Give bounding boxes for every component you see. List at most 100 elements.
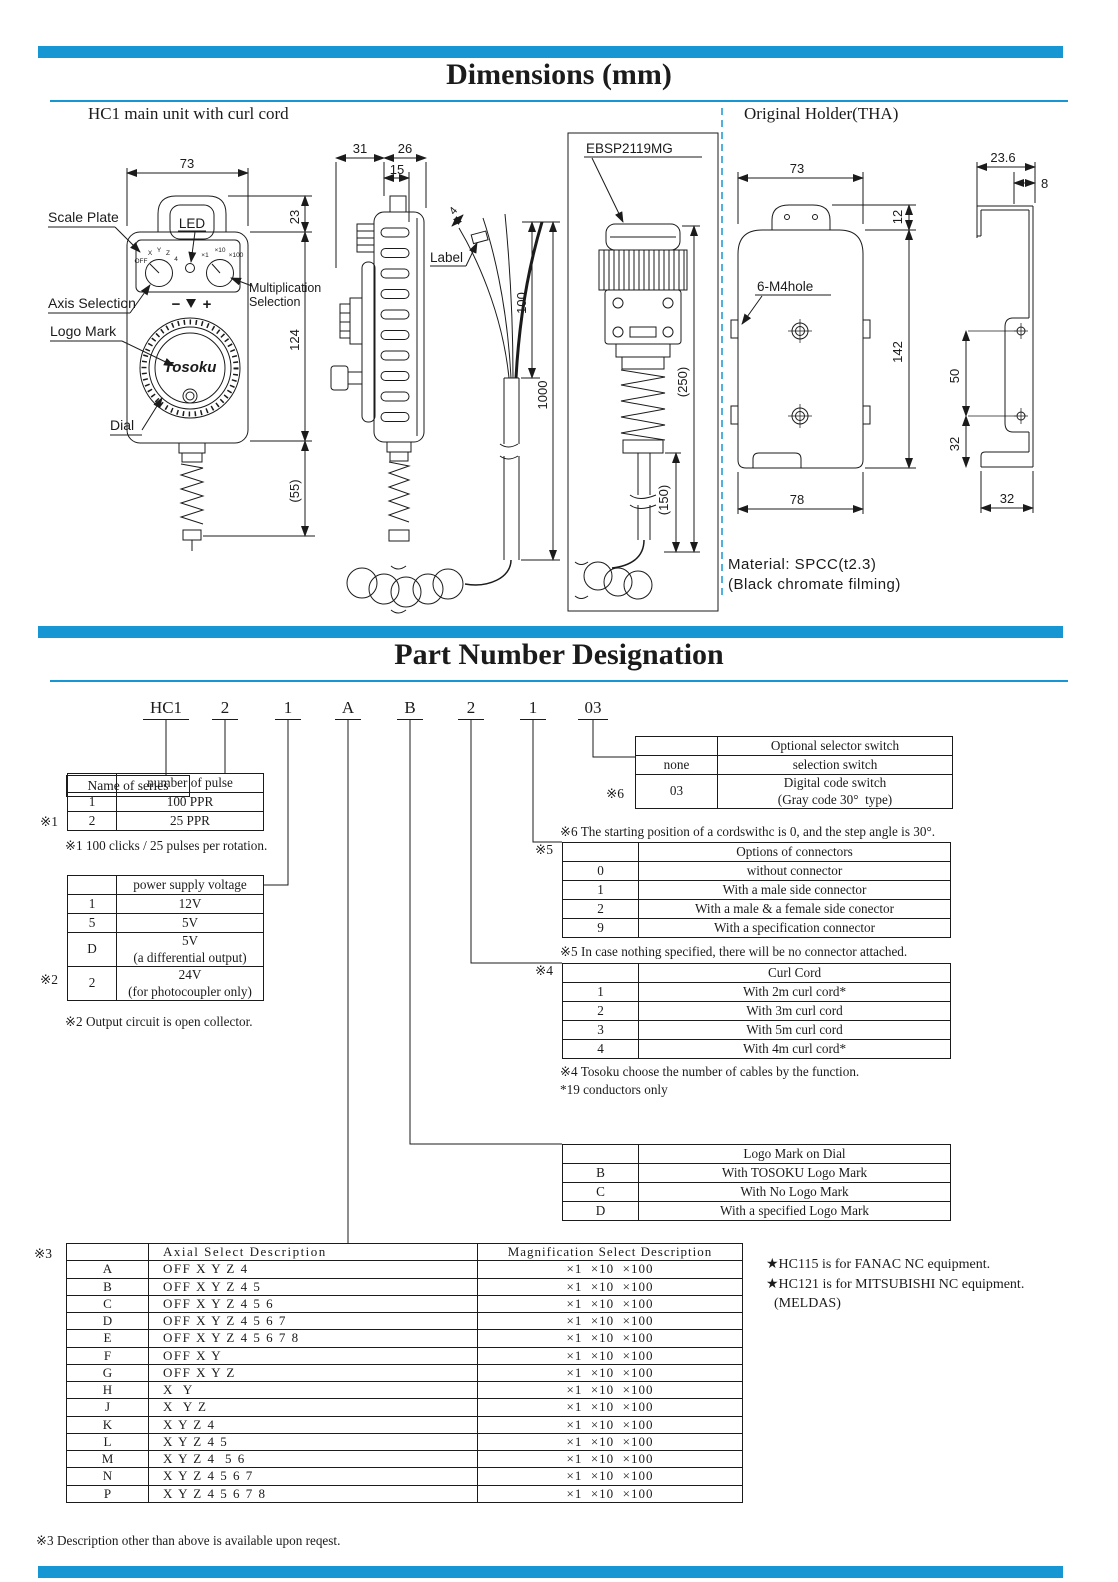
marker-3: ※3 [34, 1246, 53, 1261]
mag-mark-x10: ×10 [214, 247, 225, 254]
table-cell: ×1 ×10 ×100 [477, 1329, 743, 1348]
table-cell: X Y Z 4 5 6 7 8 [148, 1484, 478, 1503]
axis-selection-label: Axis Selection [48, 295, 136, 311]
table-cell: Options of connectors [638, 842, 951, 862]
table-cell: ×1 ×10 ×100 [477, 1449, 743, 1469]
table-header-row: Logo Mark on Dial [562, 1144, 951, 1164]
marker-2: ※2 [40, 972, 59, 987]
holder-dim-32h: 32 [1000, 491, 1014, 506]
table-cell: none [635, 755, 718, 775]
table-cell: power supply voltage [116, 875, 264, 895]
table-cell: 1 [67, 894, 117, 914]
pn-segment-pulse: 2 [212, 698, 238, 720]
table-cell: OFF X Y [148, 1346, 478, 1365]
table-cell: ×1 ×10 ×100 [477, 1294, 743, 1314]
footnote-meldas: (MELDAS) [774, 1296, 841, 1311]
pn-segment-curl: 2 [458, 698, 484, 720]
table-cell: 1 [67, 792, 117, 812]
marker-1: ※1 [40, 814, 59, 829]
footnote-hc115: ★HC115 is for FANAC NC equipment. [766, 1257, 991, 1272]
table-cell: X Y Z 4 5 [148, 1432, 478, 1452]
table-cell: 2 [67, 811, 117, 831]
table-cell: 9 [562, 918, 639, 938]
table-cell: ×1 ×10 ×100 [477, 1484, 743, 1503]
table-cell [562, 963, 639, 983]
table-cell: With a specification connector [638, 918, 951, 938]
table-header-row: Curl Cord [562, 963, 951, 983]
side-dim-26: 26 [398, 141, 412, 156]
table-cell: H [66, 1380, 149, 1400]
table-cell: 3 [562, 1020, 639, 1040]
pn-segment-series: HC1 [143, 698, 189, 720]
table-cell: 5V (a differential output) [116, 932, 264, 967]
table-cell: ×1 ×10 ×100 [477, 1432, 743, 1452]
table-cell: OFF X Y Z 4 [148, 1260, 478, 1279]
table-cell: without connector [638, 861, 951, 881]
mag-mark-x1: ×1 [201, 252, 209, 259]
note-2: ※2 Output circuit is open collector. [65, 1014, 253, 1029]
plus-mark: + [203, 296, 212, 313]
multiplication-label-line1: Multiplication [249, 281, 321, 295]
axis-mark-y: Y [157, 247, 162, 254]
table-cell: 24V (for photocoupler only) [116, 966, 264, 1001]
holder-hole-label: 6-M4hole [757, 279, 813, 294]
marker-5: ※5 [535, 842, 554, 857]
table-cell: ×1 ×10 ×100 [477, 1363, 743, 1383]
table-cell: 1 [562, 880, 639, 900]
table-cell: L [66, 1432, 149, 1452]
table-cell: 03 [635, 774, 718, 809]
connector-dim-150: (150) [656, 485, 671, 515]
table-cell: number of pulse [116, 773, 264, 793]
pn-segment-connector: 1 [520, 698, 546, 720]
table-cell: D [67, 932, 117, 967]
minus-mark: − [172, 296, 181, 313]
table-cell: 0 [562, 861, 639, 881]
bottom-accent-bar [38, 1566, 1063, 1578]
table-cell: D [66, 1311, 149, 1331]
table-cell: ×1 ×10 ×100 [477, 1415, 743, 1434]
table-cell: A [66, 1260, 149, 1279]
mid-accent-bar [38, 626, 1063, 638]
holder-dim-8: 8 [1041, 176, 1048, 191]
table-cell: X Y Z 4 5 6 [148, 1449, 478, 1469]
table-cell: With 4m curl cord* [638, 1039, 951, 1059]
table-cell: Digital code switch (Gray code 30° type) [717, 774, 953, 809]
table-cell: B [66, 1277, 149, 1296]
title-rule [50, 100, 1068, 102]
cable-label: Label [430, 250, 463, 265]
table-cell: OFF X Y Z 4 5 [148, 1277, 478, 1296]
connector-dim-250: (250) [675, 367, 690, 397]
top-accent-bar [38, 46, 1063, 58]
table-cell [67, 773, 117, 793]
table-cell: With No Logo Mark [638, 1182, 951, 1202]
scale-plate-label: Scale Plate [48, 209, 119, 225]
table-cell: X Y Z 4 5 6 7 [148, 1467, 478, 1486]
holder-dim-142: 142 [890, 341, 905, 363]
table-cell [66, 1242, 149, 1262]
table-cell: J [66, 1398, 149, 1417]
pn-segment-axial: A [335, 698, 361, 720]
note-6: ※6 The starting position of a cordswithc… [560, 824, 936, 839]
table-cell: Curl Cord [638, 963, 951, 983]
axis-mark-z: Z [166, 250, 170, 257]
holder-dim-50: 50 [947, 369, 962, 383]
table-header-row: power supply voltage [67, 875, 264, 895]
led-label: LED [179, 216, 206, 231]
cable-dim-4: 4 [447, 205, 460, 217]
